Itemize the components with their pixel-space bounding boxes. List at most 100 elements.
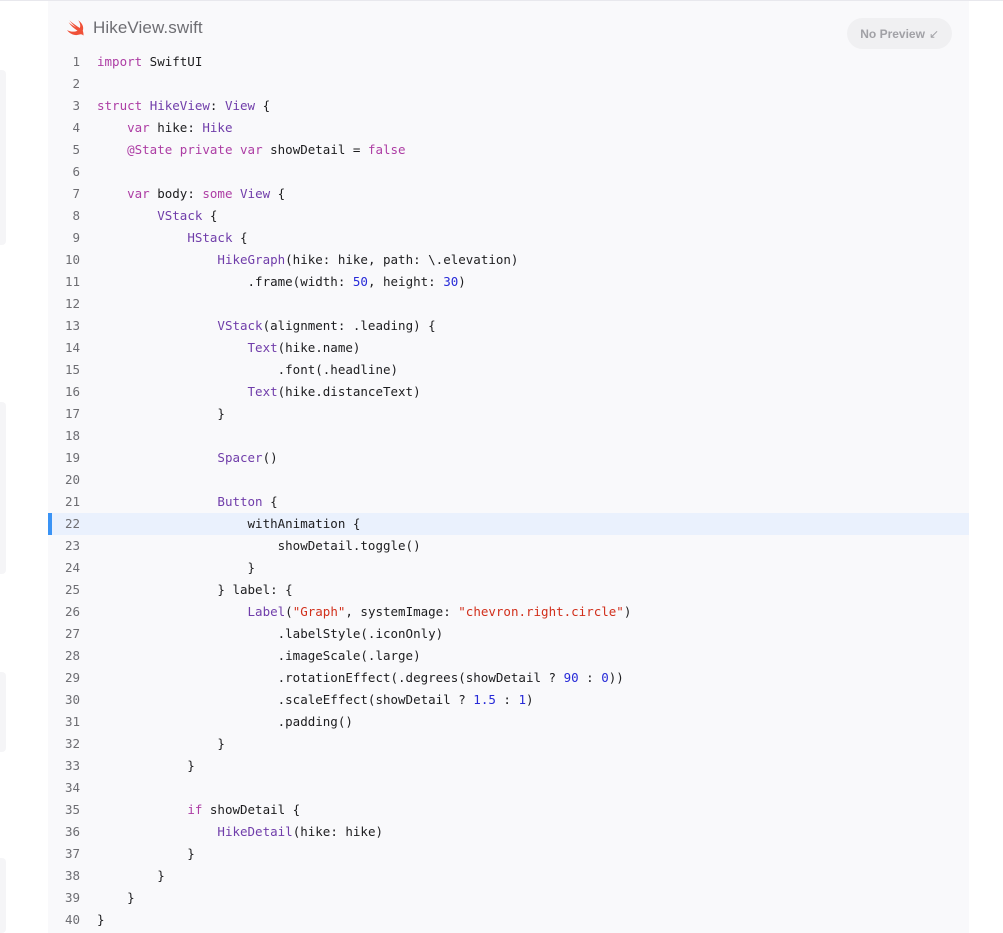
code-text: } (97, 865, 165, 887)
code-line: 34 (48, 777, 969, 799)
code-token: { (270, 186, 286, 201)
type-token: HikeGraph (217, 252, 286, 267)
line-number: 37 (64, 846, 80, 861)
code-token: (hike: hike, path: \.elevation) (285, 252, 519, 267)
code-text: HikeGraph(hike: hike, path: \.elevation) (97, 249, 518, 271)
left-edge-tab[interactable] (0, 672, 6, 752)
code-token: } (97, 846, 195, 861)
code-token: { (202, 208, 218, 223)
code-text: Spacer() (97, 447, 277, 469)
keyword-token: some (202, 186, 233, 201)
code-text: struct HikeView: View { (97, 95, 270, 117)
code-token (97, 802, 187, 817)
number-token: 1.5 (473, 692, 496, 707)
code-text: .font(.headline) (97, 359, 398, 381)
code-token: , height: (367, 274, 444, 289)
code-text: } (97, 755, 195, 777)
left-edge-tab[interactable] (0, 402, 6, 574)
code-line: 31 .padding() (48, 711, 969, 733)
code-token: : (209, 98, 225, 113)
string-token: "chevron.right.circle" (458, 604, 624, 619)
code-token: ) (458, 274, 466, 289)
code-token (97, 384, 248, 399)
code-line: 3 struct HikeView: View { (48, 95, 969, 117)
number-token: 0 (601, 670, 609, 685)
code-text: Label("Graph", systemImage: "chevron.rig… (97, 601, 632, 623)
code-line: 7 var body: some View { (48, 183, 969, 205)
left-edge-tab[interactable] (0, 858, 6, 933)
file-header: HikeView.swift (66, 15, 203, 41)
code-line: 17 } (48, 403, 969, 425)
code-text: HStack { (97, 227, 247, 249)
code-text: if showDetail { (97, 799, 300, 821)
line-number: 9 (72, 230, 80, 245)
code-text: showDetail.toggle() (97, 535, 421, 557)
line-number: 3 (72, 98, 80, 113)
code-line: 14 Text(hike.name) (48, 337, 969, 359)
code-token (97, 142, 127, 157)
code-line: 11 .frame(width: 50, height: 30) (48, 271, 969, 293)
code-token: : (578, 670, 602, 685)
line-number: 15 (64, 362, 80, 377)
code-line: 35 if showDetail { (48, 799, 969, 821)
no-preview-button[interactable]: No Preview ↙ (847, 18, 952, 49)
code-token: : (495, 692, 519, 707)
code-text: @State private var showDetail = false (97, 139, 406, 161)
code-token: showDetail { (202, 802, 301, 817)
type-token: VStack (157, 208, 203, 223)
keyword-token: struct (97, 98, 143, 113)
code-line: 18 (48, 425, 969, 447)
code-line: 39 } (48, 887, 969, 909)
code-line: 12 (48, 293, 969, 315)
code-line: 27 .labelStyle(.iconOnly) (48, 623, 969, 645)
code-token: SwiftUI (142, 54, 203, 69)
line-number: 31 (64, 714, 80, 729)
code-text: } (97, 733, 225, 755)
code-token: } label: { (97, 582, 293, 597)
code-token (97, 252, 217, 267)
swift-icon (66, 18, 86, 38)
code-text: Text(hike.name) (97, 337, 361, 359)
type-token: View (224, 98, 256, 113)
line-number: 24 (64, 560, 80, 575)
keyword-token: var (127, 120, 150, 135)
code-token (97, 318, 217, 333)
code-line: 29 .rotationEffect(.degrees(showDetail ?… (48, 667, 969, 689)
code-line: 21 Button { (48, 491, 969, 513)
keyword-token: private (179, 142, 233, 157)
code-text: HikeDetail(hike: hike) (97, 821, 383, 843)
type-token: Button (217, 494, 263, 509)
code-token: (hike: hike) (292, 824, 383, 839)
code-token (232, 142, 240, 157)
line-number: 12 (64, 296, 80, 311)
code-token (97, 494, 217, 509)
code-token: ) (623, 604, 632, 619)
keyword-token: @State (127, 142, 173, 157)
code-line: 20 (48, 469, 969, 491)
code-token: .rotationEffect(.degrees(showDetail ? (97, 670, 564, 685)
code-text: .labelStyle(.iconOnly) (97, 623, 444, 645)
left-edge-tab[interactable] (0, 70, 6, 245)
code-line: 5 @State private var showDetail = false (48, 139, 969, 161)
code-token (97, 450, 217, 465)
code-text: .scaleEffect(showDetail ? 1.5 : 1) (97, 689, 534, 711)
type-token: View (240, 186, 271, 201)
code-token: .scaleEffect(showDetail ? (97, 692, 474, 707)
line-number: 27 (64, 626, 80, 641)
keyword-token: false (367, 142, 406, 157)
code-token: } (97, 560, 256, 575)
code-token: body: (149, 186, 203, 201)
code-token: } (97, 736, 225, 751)
code-line: 38 } (48, 865, 969, 887)
top-divider (0, 0, 1003, 1)
code-text: Text(hike.distanceText) (97, 381, 421, 403)
code-line: 19 Spacer() (48, 447, 969, 469)
code-line: 26 Label("Graph", systemImage: "chevron.… (48, 601, 969, 623)
line-number: 39 (64, 890, 80, 905)
code-text: } (97, 909, 105, 931)
type-token: Text (247, 384, 278, 399)
line-number: 30 (64, 692, 80, 707)
code-text: var body: some View { (97, 183, 285, 205)
string-token: "Graph" (292, 604, 346, 619)
code-token: .imageScale(.large) (97, 648, 421, 663)
